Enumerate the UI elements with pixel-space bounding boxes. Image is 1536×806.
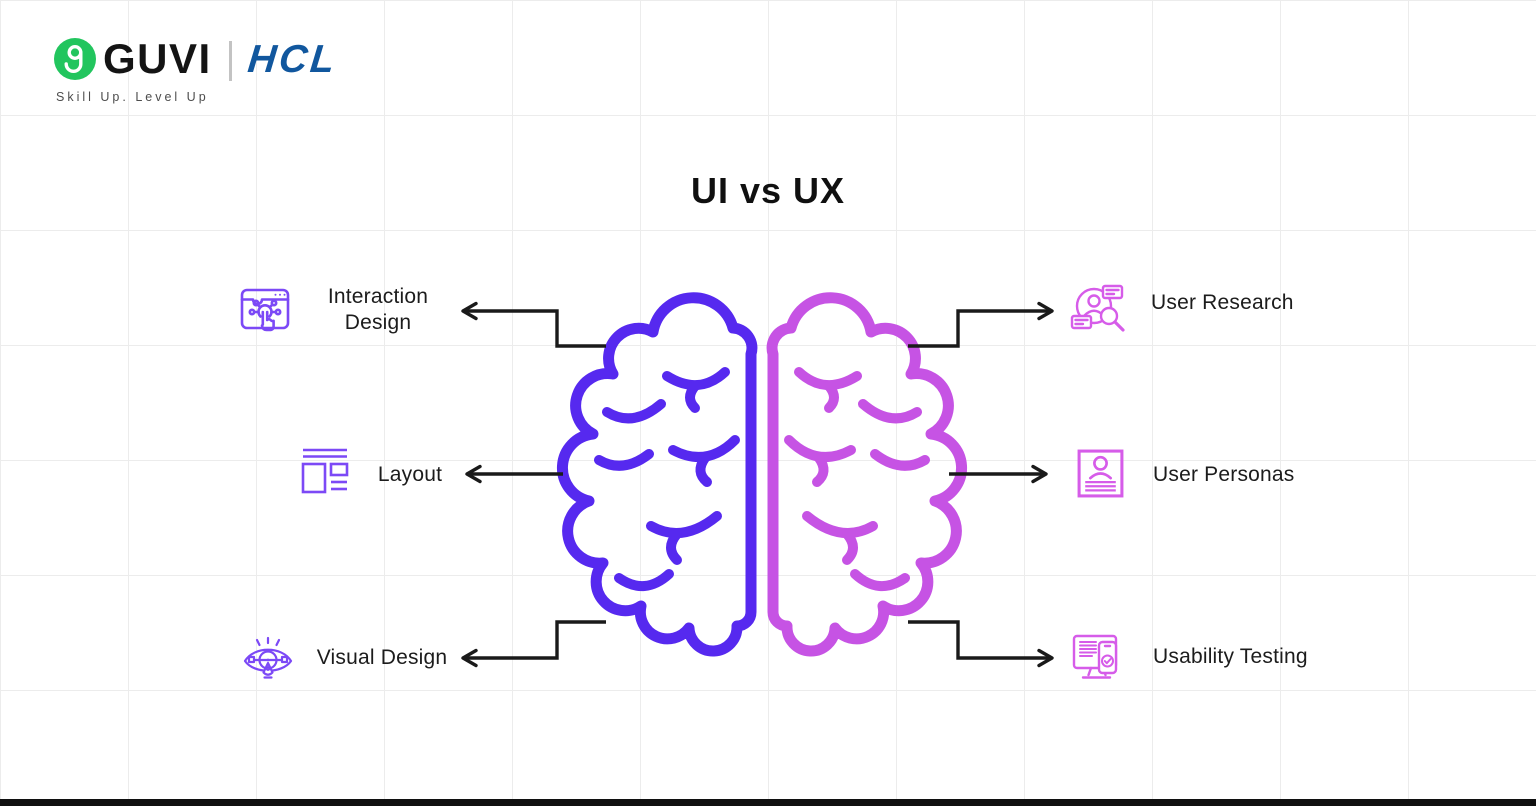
label-user-personas: User Personas <box>1153 463 1295 486</box>
guvi-logo-icon <box>53 37 97 81</box>
interaction-design-icon <box>237 281 293 342</box>
brain-left-hemisphere <box>562 298 751 651</box>
label-visual-design: Visual Design <box>316 646 448 669</box>
logo-divider <box>229 41 232 81</box>
brain-right-hemisphere <box>772 298 961 651</box>
user-research-icon <box>1069 279 1127 340</box>
connector-user-research <box>908 301 1054 348</box>
label-usability-testing: Usability Testing <box>1153 645 1308 668</box>
brand-hcl: HCL <box>245 38 340 81</box>
connector-usability-testing <box>908 620 1054 668</box>
brand-guvi: GUVI <box>103 35 212 82</box>
layout-icon <box>299 444 351 501</box>
usability-testing-icon <box>1070 629 1128 692</box>
label-user-research: User Research <box>1151 291 1294 314</box>
page-title: UI vs UX <box>690 170 846 211</box>
label-layout: Layout <box>377 463 443 486</box>
label-interaction-design: Interaction Design <box>327 285 429 334</box>
brand-tagline: Skill Up. Level Up <box>56 90 209 104</box>
bottom-bar <box>0 799 1536 806</box>
connector-visual-design <box>461 620 606 668</box>
user-personas-icon <box>1074 447 1127 505</box>
visual-design-icon <box>240 630 296 691</box>
connector-interaction-design <box>461 301 606 348</box>
